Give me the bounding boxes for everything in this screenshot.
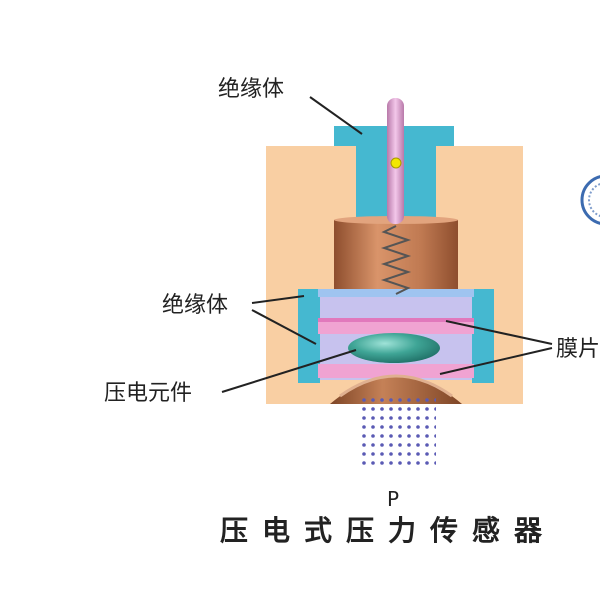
leader-piezo [221, 349, 357, 393]
contact-dot [390, 157, 402, 169]
leader-side-insulator-2 [251, 309, 317, 345]
pressure-dots [360, 396, 436, 468]
copper-cylinder [334, 220, 458, 292]
label-pressure: P [387, 487, 399, 511]
lower-diaphragm [318, 364, 474, 378]
leader-diaphragm-1 [445, 320, 553, 345]
label-insulator-top: 绝缘体 [218, 77, 284, 102]
gauge-icon [580, 175, 600, 225]
label-insulator-side: 绝缘体 [162, 293, 228, 318]
upper-diaphragm-edge [318, 318, 474, 322]
piezo-element [348, 333, 440, 363]
spring [380, 225, 412, 295]
leader-diaphragm-2 [439, 347, 553, 375]
leader-side-insulator-1 [251, 295, 305, 304]
label-piezo-element: 压电元件 [104, 381, 192, 406]
diagram-title: 压电式压力传感器 [220, 514, 556, 547]
right-insulator [472, 289, 494, 383]
left-insulator [298, 289, 320, 383]
leader-top-insulator [309, 96, 363, 135]
label-diaphragm: 膜片 [556, 337, 600, 362]
gauge-inner [588, 183, 600, 217]
bump-highlight [339, 374, 453, 398]
